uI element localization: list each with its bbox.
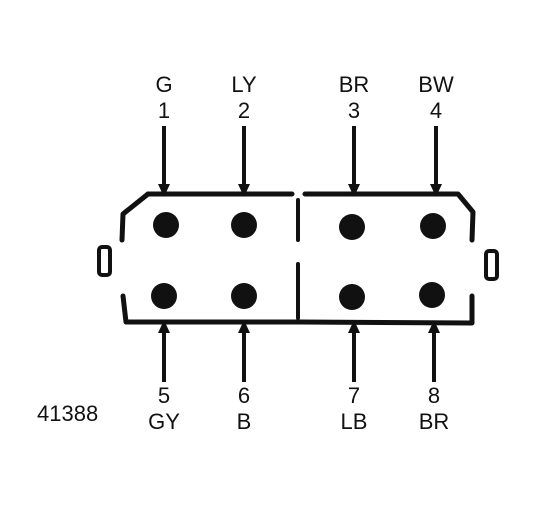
pin-3-wire: BR xyxy=(339,72,370,97)
pin-4-arrowhead xyxy=(430,184,442,197)
pin-4-terminal xyxy=(420,213,446,239)
pin-2-wire: LY xyxy=(231,72,257,97)
pin-7-wire: LB xyxy=(341,409,368,434)
pin-8: 8 BR xyxy=(419,282,450,434)
pin-1-wire: G xyxy=(155,72,172,97)
pin-6-wire: B xyxy=(237,409,252,434)
pin-8-terminal xyxy=(419,282,445,308)
pin-8-number: 8 xyxy=(428,383,440,408)
pin-1-arrowhead xyxy=(158,184,170,197)
pin-5-number: 5 xyxy=(158,383,170,408)
pin-2-terminal xyxy=(231,212,257,238)
pin-8-arrowhead xyxy=(428,320,440,333)
pin-7-arrowhead xyxy=(348,320,360,333)
pin-3-number: 3 xyxy=(348,98,360,123)
figure-id: 41388 xyxy=(37,401,98,426)
pin-5: 5 GY xyxy=(148,283,180,434)
pin-2-arrowhead xyxy=(238,184,250,197)
pin-3-arrowhead xyxy=(348,184,360,197)
pin-8-wire: BR xyxy=(419,409,450,434)
pin-7: 7 LB xyxy=(339,284,367,434)
pin-3: BR 3 xyxy=(339,72,370,240)
pin-4-number: 4 xyxy=(430,98,442,123)
pin-5-wire: GY xyxy=(148,409,180,434)
pin-1-number: 1 xyxy=(158,98,170,123)
connector-housing xyxy=(119,191,476,326)
right-lock-tab xyxy=(484,249,499,281)
pin-5-terminal xyxy=(151,283,177,309)
pin-2-number: 2 xyxy=(238,98,250,123)
pin-2: LY 2 xyxy=(231,72,257,238)
pin-1-terminal xyxy=(153,212,179,238)
pin-6-number: 6 xyxy=(238,383,250,408)
pin-6-terminal xyxy=(231,283,257,309)
pin-1: G 1 xyxy=(153,72,179,238)
pin-7-number: 7 xyxy=(348,383,360,408)
pin-6-arrowhead xyxy=(238,320,250,333)
pin-3-terminal xyxy=(339,214,365,240)
pin-7-terminal xyxy=(339,284,365,310)
left-lock-tab xyxy=(97,245,112,277)
pin-4-wire: BW xyxy=(418,72,454,97)
pin-4: BW 4 xyxy=(418,72,454,239)
pin-5-arrowhead xyxy=(158,320,170,333)
pin-6: 6 B xyxy=(231,283,257,434)
